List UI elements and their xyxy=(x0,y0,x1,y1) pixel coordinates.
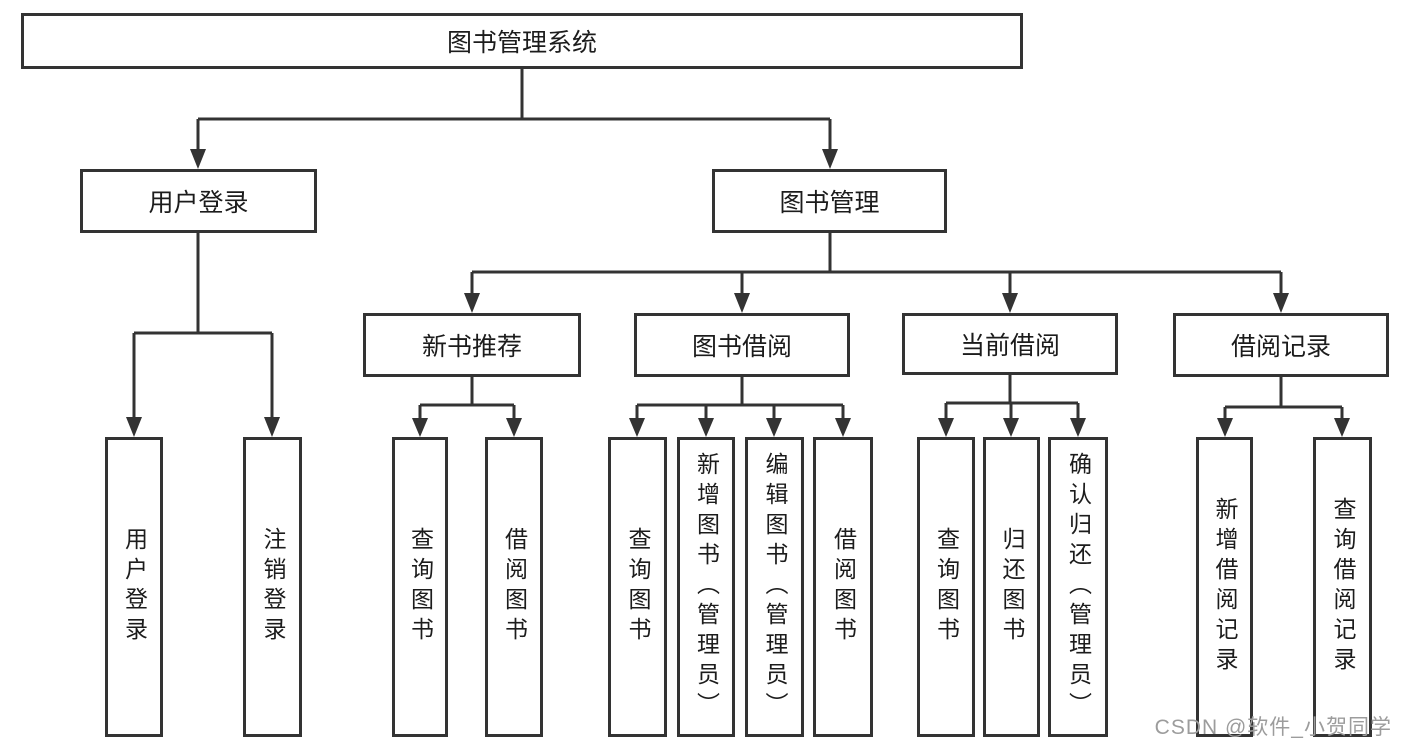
node-current-borrow-label: 当前借阅 xyxy=(959,332,1060,360)
leaf-borrow-borrow-book: 借阅图书 xyxy=(813,437,873,737)
node-new-book-label: 新书推荐 xyxy=(421,333,522,361)
leaf-borrow-edit-book: 编辑图书（管理员） xyxy=(745,437,804,737)
leaf-borrow-query-book: 查询图书 xyxy=(608,437,667,737)
leaf-label: 新增图书（管理员） xyxy=(693,452,720,722)
leaf-label: 新增借阅记录 xyxy=(1212,497,1238,677)
leaf-label: 查询图书 xyxy=(407,527,434,647)
leaf-current-confirm-return: 确认归还（管理员） xyxy=(1048,437,1108,737)
node-root: 图书管理系统 xyxy=(21,13,1023,69)
leaf-label: 查询借阅记录 xyxy=(1330,497,1356,677)
node-borrow-record-label: 借阅记录 xyxy=(1230,333,1331,361)
node-root-label: 图书管理系统 xyxy=(446,29,597,57)
leaf-label: 注销登录 xyxy=(260,527,286,647)
leaf-label: 确认归还（管理员） xyxy=(1065,452,1092,722)
node-book-borrow-label: 图书借阅 xyxy=(691,333,792,361)
node-borrow-record: 借阅记录 xyxy=(1173,313,1389,377)
node-new-book-recommend: 新书推荐 xyxy=(363,313,581,377)
leaf-label: 归还图书 xyxy=(999,527,1025,647)
leaf-newbook-borrow-book: 借阅图书 xyxy=(485,437,543,737)
leaf-label: 编辑图书（管理员） xyxy=(762,452,788,722)
node-book-management: 图书管理 xyxy=(712,169,947,233)
node-user-login: 用户登录 xyxy=(80,169,317,233)
leaf-label: 查询图书 xyxy=(625,527,651,647)
watermark: CSDN @软件_小贺同学 xyxy=(1154,716,1392,739)
leaf-label: 查询图书 xyxy=(933,527,960,647)
leaf-borrow-add-book: 新增图书（管理员） xyxy=(677,437,735,737)
node-book-borrow: 图书借阅 xyxy=(634,313,850,377)
leaf-newbook-query-book: 查询图书 xyxy=(392,437,448,737)
leaf-current-query-book: 查询图书 xyxy=(917,437,975,737)
leaf-label: 借阅图书 xyxy=(501,527,528,647)
leaf-record-query-record: 查询借阅记录 xyxy=(1313,437,1372,737)
leaf-label: 借阅图书 xyxy=(830,527,857,647)
leaf-current-return-book: 归还图书 xyxy=(983,437,1040,737)
leaf-label: 用户登录 xyxy=(121,527,148,647)
node-book-management-label: 图书管理 xyxy=(779,189,880,217)
leaf-record-add-record: 新增借阅记录 xyxy=(1196,437,1253,737)
leaf-logout-login: 注销登录 xyxy=(243,437,302,737)
leaf-user-login: 用户登录 xyxy=(105,437,163,737)
node-user-login-label: 用户登录 xyxy=(148,189,249,217)
node-current-borrow: 当前借阅 xyxy=(902,313,1118,375)
